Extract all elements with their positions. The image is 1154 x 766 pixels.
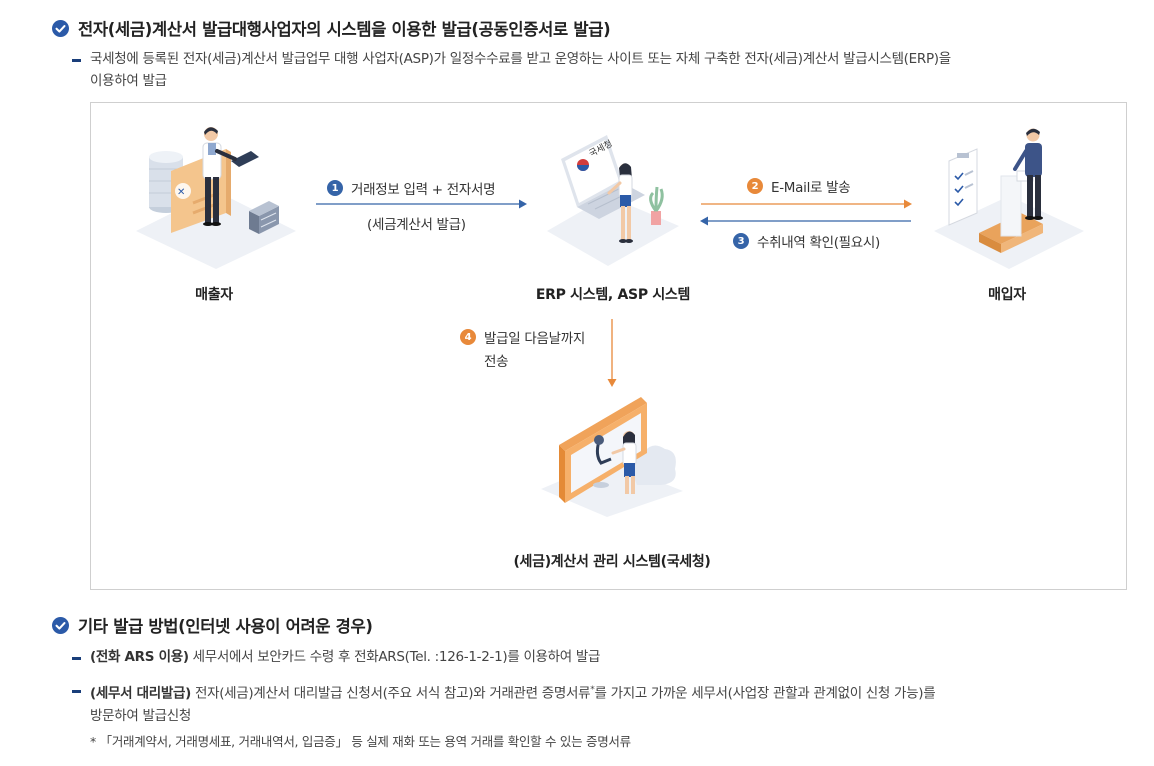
check-circle-icon: [52, 616, 69, 634]
step4-number: 4: [460, 329, 476, 345]
step3-label: 3 수취내역 확인(필요시): [733, 231, 880, 251]
proxy-issuance-item: (세무서 대리발급) 전자(세금)계산서 대리발급 신청서(주요 서식 참고)와…: [90, 679, 936, 727]
footnote: * 「거래계약서, 거래명세표, 거래내역서, 입금증」 등 실제 재화 또는 …: [90, 734, 631, 749]
desc-line1: 국세청에 등록된 전자(세금)계산서 발급업무 대행 사업자(ASP)가 일정수…: [90, 51, 951, 67]
section1-heading: 전자(세금)계산서 발급대행사업자의 시스템을 이용한 발급(공동인증서로 발급…: [52, 16, 611, 40]
check-circle-icon: [52, 19, 69, 37]
bullet-dash: [72, 657, 81, 660]
proxy-item-text-a: 전자(세금)계산서 대리발급 신청서(주요 서식 참고)와 거래관련 증명서류: [190, 685, 591, 702]
step1-subtext: (세금계산서 발급): [367, 217, 466, 233]
erp-asp-label: ERP 시스템, ASP 시스템: [535, 287, 691, 303]
ars-item-text: 세무서에서 보안카드 수령 후 전화ARS(Tel. :126-1-2-1)를 …: [188, 649, 601, 665]
erp-asp-illustration: 국세청: [547, 135, 679, 266]
ars-item: (전화 ARS 이용) 세무서에서 보안카드 수령 후 전화ARS(Tel. :…: [90, 646, 600, 668]
step1-label: 1 거래정보 입력 + 전자서명: [327, 178, 495, 198]
step4-subtext: 전송: [484, 354, 509, 370]
step3-number: 3: [733, 233, 749, 249]
step4-label: 4 발급일 다음날까지: [460, 327, 585, 347]
buyer-label: 매입자: [988, 287, 1026, 303]
issuance-flow-diagram: ✕ 국세청: [90, 102, 1127, 590]
bullet-dash: [72, 690, 81, 693]
proxy-item-title: (세무서 대리발급): [90, 685, 191, 702]
section2-title: 기타 발급 방법(인터넷 사용이 어려운 경우): [78, 617, 373, 636]
buyer-illustration: [934, 128, 1084, 269]
step3-text: 수취내역 확인(필요시): [757, 235, 881, 251]
proxy-item-text-b: 를 가지고 가까운 세무서(사업장 관할과 관계없이 신청 가능)를: [594, 685, 936, 702]
step2-label: 2 E-Mail로 발송: [747, 176, 851, 196]
step2-number: 2: [747, 178, 763, 194]
step2-text: E-Mail로 발송: [771, 180, 851, 196]
seller-illustration: ✕: [136, 127, 296, 269]
proxy-item-line2: 방문하여 발급신청: [90, 707, 191, 724]
nts-system-label: (세금)계산서 관리 시스템(국세청): [513, 554, 711, 570]
ars-item-title: (전화 ARS 이용): [90, 649, 189, 665]
section2-heading: 기타 발급 방법(인터넷 사용이 어려운 경우): [52, 613, 373, 637]
flow-arrows: [316, 199, 912, 387]
step4-text: 발급일 다음날까지: [484, 331, 585, 347]
bullet-dash: [72, 59, 81, 62]
seller-label: 매출자: [195, 287, 233, 303]
step1-number: 1: [327, 180, 343, 196]
step1-text: 거래정보 입력 + 전자서명: [351, 182, 496, 198]
desc-line2: 이용하여 발급: [90, 73, 167, 89]
proxy-item-sup: *: [590, 685, 595, 695]
svg-text:✕: ✕: [177, 187, 185, 198]
section1-title: 전자(세금)계산서 발급대행사업자의 시스템을 이용한 발급(공동인증서로 발급…: [78, 20, 611, 39]
section1-description: 국세청에 등록된 전자(세금)계산서 발급업무 대행 사업자(ASP)가 일정수…: [90, 48, 951, 92]
nts-illustration: [541, 397, 683, 517]
